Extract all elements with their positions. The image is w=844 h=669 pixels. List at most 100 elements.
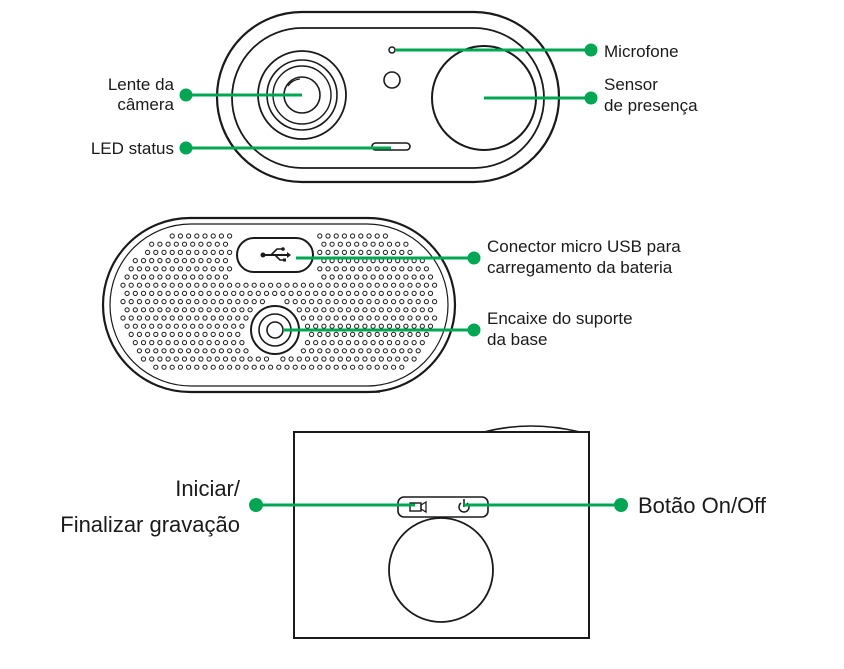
grille-hole bbox=[292, 364, 298, 370]
grille-hole bbox=[235, 299, 241, 305]
grille-hole bbox=[284, 299, 290, 305]
grille-hole bbox=[149, 340, 155, 346]
grille-hole bbox=[358, 299, 364, 305]
grille-hole bbox=[423, 282, 429, 288]
grille-hole bbox=[321, 307, 327, 313]
grille-hole bbox=[218, 348, 224, 354]
grille-hole bbox=[411, 356, 417, 362]
grille-hole bbox=[132, 290, 138, 296]
grille-hole bbox=[395, 340, 401, 346]
grille-hole bbox=[296, 307, 302, 313]
grille-hole bbox=[374, 364, 380, 370]
grille-hole bbox=[169, 348, 175, 354]
grille-hole bbox=[202, 364, 208, 370]
grille-hole bbox=[206, 323, 212, 329]
grille-hole bbox=[210, 233, 216, 239]
grille-hole bbox=[243, 364, 249, 370]
grille-hole bbox=[153, 299, 159, 305]
top-protrusion bbox=[483, 425, 581, 433]
grille-hole bbox=[186, 299, 192, 305]
grille-hole bbox=[124, 307, 130, 313]
grille-hole bbox=[366, 266, 372, 272]
grille-hole bbox=[358, 315, 364, 321]
grille-hole bbox=[120, 282, 126, 288]
grille-hole bbox=[432, 282, 438, 288]
grille-hole bbox=[350, 348, 356, 354]
grille-hole bbox=[210, 249, 216, 255]
grille-hole bbox=[173, 241, 179, 247]
grille-hole bbox=[411, 323, 417, 329]
grille-hole bbox=[345, 307, 352, 313]
grille-hole bbox=[374, 266, 380, 272]
grille-hole bbox=[169, 315, 175, 321]
grille-hole bbox=[358, 249, 364, 255]
grille-hole bbox=[403, 340, 409, 346]
grille-hole bbox=[202, 348, 208, 354]
grille-hole bbox=[165, 258, 171, 264]
grille-hole bbox=[333, 282, 339, 288]
grille-hole bbox=[263, 356, 270, 362]
grille-hole bbox=[366, 331, 372, 337]
grille-hole bbox=[136, 348, 142, 354]
grille-hole bbox=[313, 290, 319, 296]
grille-hole bbox=[214, 307, 220, 313]
grille-hole bbox=[173, 307, 179, 313]
grille-hole bbox=[419, 323, 425, 329]
grille-hole bbox=[382, 364, 388, 370]
grille-hole bbox=[382, 249, 388, 255]
grille-hole bbox=[382, 299, 388, 305]
grille-hole bbox=[243, 282, 249, 288]
grille-hole bbox=[333, 233, 339, 239]
grille-hole bbox=[325, 282, 331, 288]
grille-hole bbox=[149, 307, 155, 313]
grille-hole bbox=[173, 340, 179, 346]
front-view bbox=[215, 10, 561, 184]
grille-hole bbox=[325, 364, 331, 370]
grille-hole bbox=[411, 340, 417, 346]
grille-hole bbox=[190, 290, 196, 296]
grille-hole bbox=[145, 282, 151, 288]
grille-hole bbox=[198, 290, 204, 296]
grille-hole bbox=[382, 266, 388, 272]
grille-hole bbox=[202, 299, 208, 305]
grille-hole bbox=[403, 307, 409, 313]
grille-hole bbox=[395, 323, 401, 329]
grille-hole bbox=[259, 282, 265, 288]
grille-hole bbox=[419, 307, 425, 313]
grille-hole bbox=[386, 340, 393, 346]
grille-hole bbox=[350, 249, 356, 255]
grille-hole bbox=[427, 323, 434, 329]
grille-hole bbox=[378, 323, 384, 329]
grille-hole bbox=[378, 241, 384, 247]
grille-hole bbox=[317, 315, 323, 321]
grille-hole bbox=[354, 241, 360, 247]
grille-hole bbox=[304, 356, 311, 362]
grille-hole bbox=[309, 364, 315, 370]
grille-hole bbox=[399, 299, 405, 305]
grille-hole bbox=[415, 315, 421, 321]
side-callouts bbox=[249, 498, 628, 512]
grille-hole bbox=[370, 307, 376, 313]
grille-hole bbox=[391, 315, 397, 321]
grille-hole bbox=[325, 331, 331, 337]
grille-hole bbox=[341, 364, 347, 370]
front-callouts bbox=[179, 43, 598, 155]
grille-hole bbox=[140, 356, 147, 362]
grille-hole bbox=[153, 331, 159, 337]
grille-hole bbox=[239, 307, 245, 313]
grille-hole bbox=[259, 364, 265, 370]
grille-hole bbox=[280, 290, 286, 296]
grille-hole bbox=[333, 348, 339, 354]
grille-hole bbox=[391, 348, 397, 354]
grille-hole bbox=[218, 266, 224, 272]
grille-hole bbox=[161, 331, 167, 337]
grille-hole bbox=[218, 233, 224, 239]
grille-hole bbox=[370, 241, 376, 247]
grille-hole bbox=[214, 323, 220, 329]
grille-hole bbox=[427, 274, 434, 280]
back-callouts bbox=[283, 251, 481, 337]
grille-hole bbox=[239, 356, 245, 362]
grille-hole bbox=[149, 241, 155, 247]
label-mount-line1: Encaixe do suporte bbox=[487, 309, 633, 328]
grille-hole bbox=[419, 290, 425, 296]
